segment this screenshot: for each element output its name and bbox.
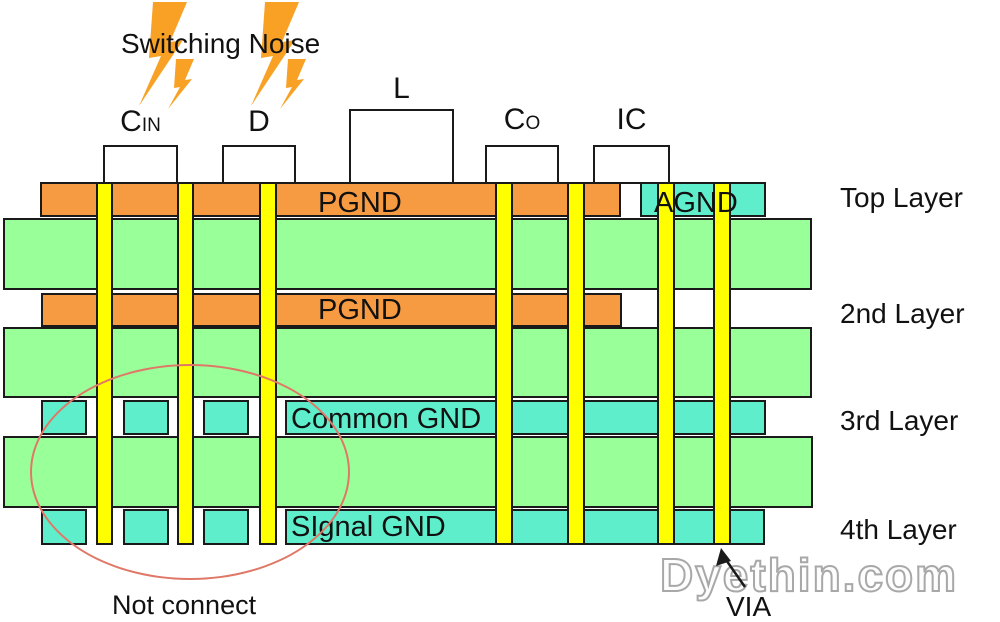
fourth-layer-name: 4th Layer xyxy=(840,514,957,545)
diode-component-box xyxy=(222,145,296,184)
watermark-text: Dyethin.com xyxy=(659,548,959,602)
via-bar xyxy=(657,182,675,545)
via-pointer-arrow-icon xyxy=(716,548,747,588)
via-bar xyxy=(713,182,731,545)
ic-component-box xyxy=(593,145,670,184)
co-component-box xyxy=(485,145,559,184)
not-connect-ellipse xyxy=(30,364,350,580)
via-label: VIA xyxy=(726,591,772,622)
dielectric-layer-1 xyxy=(3,218,812,290)
not-connect-label: Not connect xyxy=(112,590,257,620)
diode-label: D xyxy=(248,105,270,138)
switching-noise-label: Switching Noise xyxy=(121,28,321,59)
second-layer-pgnd-plane xyxy=(41,293,622,327)
ic-label: IC xyxy=(616,103,647,136)
agnd-label: AGND xyxy=(654,187,738,219)
co-label: CO xyxy=(503,103,541,136)
lightning-bolt-icon xyxy=(251,2,306,109)
pgnd-top-label: PGND xyxy=(318,187,402,219)
via-bar xyxy=(567,182,585,545)
cin-label: CIN xyxy=(120,105,161,138)
top-layer-name: Top Layer xyxy=(840,182,963,213)
via-bar xyxy=(495,182,513,545)
fourth-layer-signal-gnd-plane xyxy=(285,509,765,545)
pgnd-2nd-label: PGND xyxy=(318,294,402,326)
top-layer-pgnd-plane xyxy=(40,182,621,217)
inductor-label: L xyxy=(393,72,410,105)
dielectric-layer-2 xyxy=(3,327,812,398)
cin-component-box xyxy=(103,145,178,184)
second-layer-name: 2nd Layer xyxy=(840,298,965,329)
lightning-bolt-icon xyxy=(139,2,194,109)
inductor-component-box xyxy=(349,109,454,184)
third-layer-name: 3rd Layer xyxy=(840,405,959,436)
